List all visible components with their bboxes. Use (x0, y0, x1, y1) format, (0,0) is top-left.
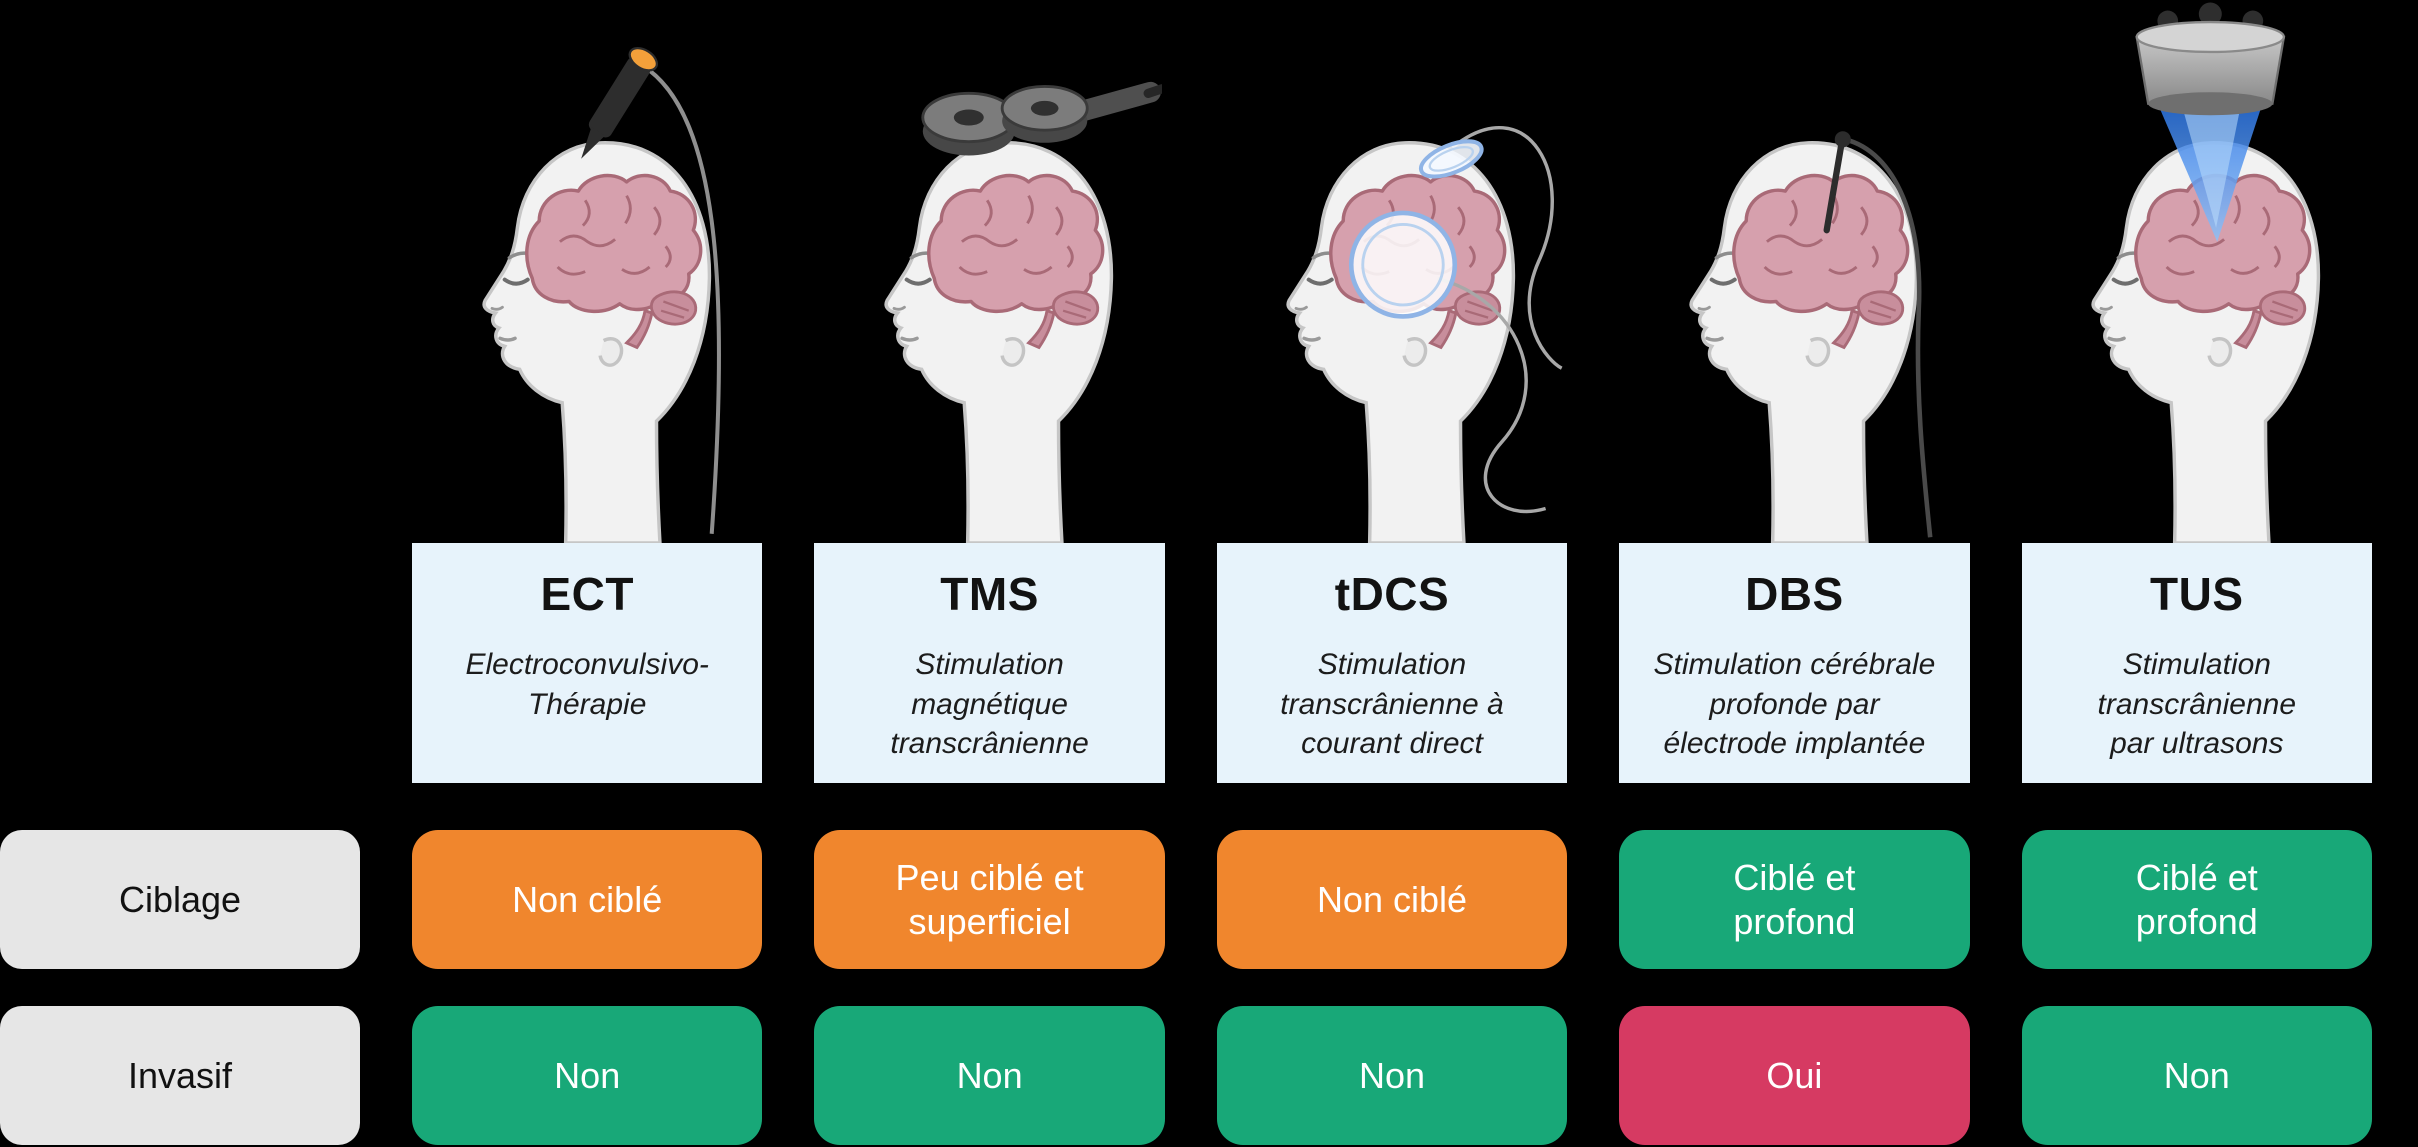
invasif-row-label: Invasif (0, 1006, 360, 1145)
ect-card: ECT Electroconvulsivo- Thérapie (412, 543, 763, 783)
column-tdcs: tDCS Stimulation transcrânienne à couran… (1216, 0, 1568, 783)
head-profile-icon (1289, 143, 1514, 543)
tms-figure8-coil-icon (921, 81, 1163, 156)
tus-full-name: Stimulation transcrânienne par ultrasons (2097, 648, 2297, 761)
top-left-spacer (0, 0, 360, 783)
column-tus: TUS Stimulation transcrânienne par ultra… (2021, 0, 2372, 783)
tms-card: TMS Stimulation magnétique transcrânienn… (814, 543, 1165, 783)
tms-head-illustration (814, 0, 1164, 543)
tms-ciblage-pill: Peu ciblé et superficiel (814, 830, 1165, 969)
head-profile-icon (886, 143, 1111, 543)
tdcs-electrode-pads-icon (1349, 125, 1564, 514)
dbs-implanted-electrode-icon (1823, 131, 1933, 538)
ect-electrode-stylus-icon (580, 46, 721, 534)
column-ect: ECT Electroconvulsivo- Thérapie (412, 0, 763, 783)
tms-abbr: TMS (940, 568, 1039, 620)
tdcs-full-name: Stimulation transcrânienne à courant dir… (1280, 648, 1504, 761)
tus-head-illustration (2022, 0, 2372, 543)
ect-head-illustration (412, 0, 762, 543)
techniques-section: ECT Electroconvulsivo- Thérapie (0, 0, 2372, 783)
tus-card: TUS Stimulation transcrânienne par ultra… (2021, 543, 2372, 783)
column-tms: TMS Stimulation magnétique transcrânienn… (814, 0, 1165, 783)
dbs-invasif-pill: Oui (1619, 1006, 1970, 1145)
tdcs-invasif-pill: Non (1216, 1006, 1568, 1145)
tms-invasif-pill: Non (814, 1006, 1165, 1145)
tus-ciblage-pill: Ciblé et profond (2021, 830, 2372, 969)
ciblage-row-label: Ciblage (0, 830, 360, 969)
tdcs-ciblage-pill: Non ciblé (1216, 830, 1568, 969)
tms-full-name: Stimulation magnétique transcrânienne (890, 648, 1089, 761)
dbs-full-name: Stimulation cérébrale profonde par élect… (1653, 648, 1936, 761)
head-profile-icon (1691, 143, 1916, 543)
ect-full-name: Electroconvulsivo- Thérapie (465, 648, 709, 721)
dbs-head-illustration (1619, 0, 1969, 543)
ciblage-row: Ciblage Non ciblé Peu ciblé et superfici… (0, 830, 2418, 969)
dbs-card: DBS Stimulation cérébrale profonde par é… (1619, 543, 1970, 783)
dbs-abbr: DBS (1745, 568, 1844, 620)
tdcs-card: tDCS Stimulation transcrânienne à couran… (1216, 543, 1568, 783)
tus-ultrasound-transducer-icon (2135, 2, 2286, 242)
column-dbs: DBS Stimulation cérébrale profonde par é… (1619, 0, 1970, 783)
tdcs-head-illustration (1217, 0, 1567, 543)
invasif-row: Invasif Non Non Non Oui Non (0, 1006, 2418, 1145)
ect-abbr: ECT (540, 568, 634, 620)
dbs-ciblage-pill: Ciblé et profond (1619, 830, 1970, 969)
tus-invasif-pill: Non (2021, 1006, 2372, 1145)
ect-invasif-pill: Non (412, 1006, 763, 1145)
tdcs-abbr: tDCS (1334, 568, 1450, 620)
tus-abbr: TUS (2150, 568, 2244, 620)
head-profile-icon (484, 143, 709, 543)
ect-ciblage-pill: Non ciblé (412, 830, 763, 969)
